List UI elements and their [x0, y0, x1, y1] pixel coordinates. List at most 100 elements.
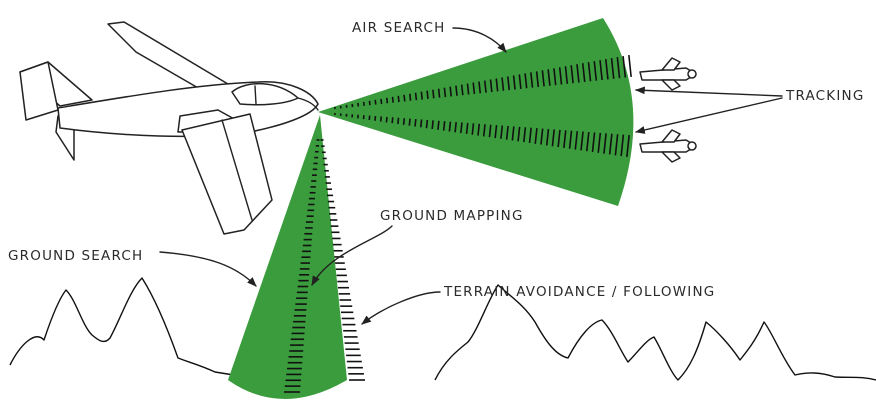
hatch-mark: [541, 70, 545, 87]
hatch-mark: [507, 76, 511, 91]
hatch-mark: [540, 128, 544, 145]
hatch-mark: [432, 89, 435, 99]
arrow-terrain-avoidance: [361, 291, 441, 325]
hatch-mark: [449, 86, 452, 97]
hatch-mark: [622, 55, 627, 78]
hatch-mark: [409, 93, 412, 101]
hatch-mark: [391, 96, 394, 103]
hatch-mark: [402, 118, 406, 125]
hatch-mark: [385, 97, 389, 104]
hatch-mark: [585, 131, 590, 152]
hatch-mark: [495, 78, 499, 92]
hatch-mark: [553, 68, 557, 86]
hatch-mark: [380, 98, 383, 105]
target-aircraft-lower: [639, 129, 697, 163]
hatch-mark: [608, 133, 613, 155]
hatch-mark: [574, 131, 579, 150]
hatch-mark: [614, 134, 619, 156]
hatch-mark: [524, 73, 528, 89]
air-tracking-hatch-lower: [334, 112, 630, 158]
hatch-mark: [603, 133, 607, 154]
hatch-mark: [419, 119, 423, 128]
hatch-mark: [587, 62, 592, 82]
hatch-mark: [512, 75, 516, 90]
label-ground-search: GROUND SEARCH: [8, 248, 143, 264]
hatch-mark: [599, 60, 603, 81]
hatch-mark: [558, 67, 563, 85]
hatch-mark: [501, 77, 505, 91]
hatch-mark: [478, 81, 482, 94]
hatch-mark: [420, 91, 423, 100]
hatch-mark: [534, 128, 538, 144]
air-beam: [318, 18, 634, 206]
hatch-mark: [597, 132, 602, 153]
hatch-mark: [517, 126, 521, 142]
hatch-mark: [591, 132, 596, 153]
hatch-mark: [455, 85, 458, 96]
hatch-mark: [551, 129, 555, 147]
arrow-tracking-lower: [635, 97, 783, 134]
terrain-following-hatch: [320, 139, 365, 381]
hatch-mark: [443, 87, 447, 98]
hatch-mark: [437, 120, 440, 130]
hatch-mark: [489, 79, 493, 93]
hatch-mark: [442, 121, 446, 131]
hatch-mark: [518, 74, 522, 89]
hatch-mark: [570, 65, 574, 84]
hatch-mark: [483, 80, 487, 93]
hatch-mark: [604, 59, 609, 80]
hatch-mark: [414, 118, 417, 127]
hatch-mark: [431, 120, 434, 130]
hatch-mark: [437, 88, 441, 98]
hatch-mark: [500, 125, 504, 139]
hatch-mark: [448, 121, 452, 132]
hatch-mark: [454, 122, 457, 133]
hatch-mark: [576, 64, 580, 83]
hatch-mark: [545, 128, 550, 146]
hatch-mark: [505, 125, 509, 140]
label-ground-mapping: GROUND MAPPING: [380, 208, 524, 224]
target-aircraft-upper: [639, 57, 697, 91]
hatch-mark: [397, 95, 400, 103]
hatch-mark: [391, 117, 394, 124]
hatch-mark: [466, 83, 470, 95]
hatch-mark: [620, 134, 625, 157]
arrow-air-search: [452, 27, 507, 53]
hatch-mark: [482, 124, 486, 137]
hatch-mark: [426, 90, 429, 100]
hatch-mark: [580, 131, 584, 151]
hatch-mark: [610, 58, 615, 79]
hatch-mark: [460, 84, 464, 96]
hatch-mark: [616, 57, 621, 79]
hatch-mark: [535, 71, 540, 88]
hatch-mark: [414, 92, 418, 101]
hatch-mark: [626, 134, 630, 158]
arrow-ground-mapping: [311, 225, 393, 286]
hatch-mark: [379, 116, 383, 122]
label-air-search: AIR SEARCH: [352, 20, 446, 36]
hatch-mark: [471, 123, 475, 135]
hatch-mark: [403, 94, 406, 102]
terrain-profile: [9, 277, 876, 381]
ground-beam: [228, 115, 365, 399]
hatch-mark: [564, 66, 569, 84]
hatch-mark: [477, 123, 481, 136]
hatch-mark: [460, 122, 463, 134]
hatch-mark: [385, 116, 388, 123]
hatch-mark: [397, 117, 400, 125]
hatch-mark: [530, 72, 534, 88]
hatch-mark: [408, 118, 411, 126]
hatch-mark: [511, 126, 515, 141]
hatch-mark: [628, 54, 632, 78]
hatch-mark: [568, 130, 573, 149]
hatch-mark: [425, 119, 429, 129]
label-tracking: TRACKING: [785, 88, 865, 104]
hatch-mark: [547, 69, 551, 86]
hatch-mark: [494, 125, 498, 139]
hatch-mark: [557, 129, 561, 148]
hatch-mark: [523, 127, 527, 143]
hatch-mark: [488, 124, 492, 138]
label-terrain-avoidance: TERRAIN AVOIDANCE / FOLLOWING: [443, 284, 715, 300]
